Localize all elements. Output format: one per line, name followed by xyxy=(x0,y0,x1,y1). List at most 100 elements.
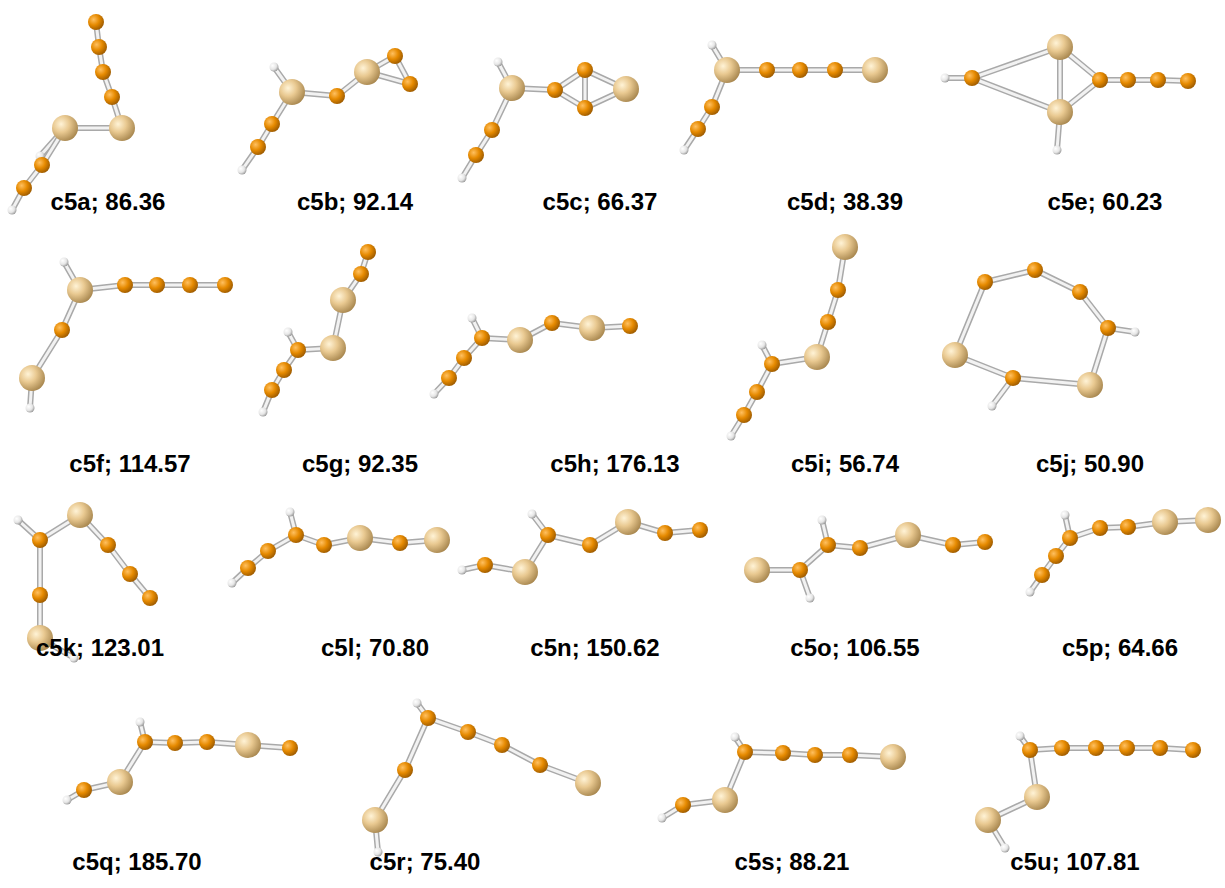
atom xyxy=(942,342,968,368)
structure-label: c5n; 150.62 xyxy=(530,636,659,660)
atom xyxy=(528,510,537,519)
atom xyxy=(977,534,993,550)
atom xyxy=(1026,588,1035,597)
atom xyxy=(737,744,753,760)
structure-label: c5k; 123.01 xyxy=(36,636,164,660)
atom xyxy=(1185,742,1201,758)
atom xyxy=(16,180,32,196)
atom xyxy=(544,315,560,331)
structure-label: c5u; 107.81 xyxy=(1010,850,1139,874)
atom xyxy=(424,527,450,553)
atom xyxy=(54,322,70,338)
atom xyxy=(1131,328,1140,337)
atom xyxy=(1053,146,1062,155)
atom xyxy=(759,62,775,78)
atom xyxy=(792,62,808,78)
atom xyxy=(731,733,740,742)
atom xyxy=(1005,370,1021,386)
atom xyxy=(122,566,138,582)
atom xyxy=(1024,784,1050,810)
atom xyxy=(764,356,780,372)
atom xyxy=(582,537,598,553)
structure-label: c5q; 185.70 xyxy=(72,850,201,874)
atom xyxy=(775,745,791,761)
atom xyxy=(149,277,165,293)
atom xyxy=(477,557,493,573)
structure-label: c5d; 38.39 xyxy=(787,190,903,214)
atom xyxy=(104,89,120,105)
atom xyxy=(34,157,50,173)
atom xyxy=(1047,34,1073,60)
atom xyxy=(276,362,292,378)
atom xyxy=(1088,740,1104,756)
atom xyxy=(820,314,836,330)
atom xyxy=(880,744,906,770)
structure-label: c5f; 114.57 xyxy=(69,452,190,476)
structure-label: c5l; 70.80 xyxy=(321,636,429,660)
atom xyxy=(579,315,605,341)
bond xyxy=(37,540,43,595)
atom xyxy=(827,62,843,78)
atom xyxy=(615,509,641,535)
atom xyxy=(1120,519,1136,535)
structure-label: c5i; 56.74 xyxy=(791,452,899,476)
atom xyxy=(1061,511,1070,520)
atom xyxy=(413,699,422,708)
atom xyxy=(1022,742,1038,758)
atom xyxy=(290,342,306,358)
atom xyxy=(1100,320,1116,336)
atom xyxy=(320,335,346,361)
atom xyxy=(704,99,720,115)
atom xyxy=(895,522,921,548)
atom xyxy=(1072,284,1088,300)
atom xyxy=(727,432,736,441)
atom xyxy=(692,522,708,538)
structure-label: c5c; 66.37 xyxy=(543,190,658,214)
atom xyxy=(441,370,457,386)
atom xyxy=(1150,72,1166,88)
atom xyxy=(657,525,673,541)
atom xyxy=(575,770,601,796)
atom xyxy=(1027,262,1043,278)
atom xyxy=(26,404,35,413)
atom xyxy=(1092,520,1108,536)
structure-label: c5g; 92.35 xyxy=(302,452,418,476)
atom xyxy=(347,525,373,551)
atom xyxy=(792,562,808,578)
atom xyxy=(622,318,638,334)
atom xyxy=(250,139,266,155)
atom xyxy=(238,166,247,175)
structure-label: c5j; 50.90 xyxy=(1036,452,1144,476)
atom xyxy=(235,732,261,758)
atom xyxy=(260,543,276,559)
atom xyxy=(1152,509,1178,535)
atom xyxy=(474,330,490,346)
atom xyxy=(830,282,846,298)
atom xyxy=(540,527,556,543)
atom xyxy=(613,76,639,102)
atom xyxy=(862,57,888,83)
atom xyxy=(228,579,237,588)
atom xyxy=(577,100,593,116)
atom xyxy=(499,75,525,101)
atom xyxy=(167,735,183,751)
atom xyxy=(680,146,689,155)
structure-label: c5r; 75.40 xyxy=(370,850,481,874)
atom xyxy=(484,122,500,138)
atom xyxy=(282,740,298,756)
atom xyxy=(806,594,815,603)
atom xyxy=(95,64,111,80)
atom xyxy=(199,734,215,750)
atom xyxy=(820,537,836,553)
atom xyxy=(100,537,116,553)
atom xyxy=(456,350,472,366)
atom xyxy=(532,757,548,773)
atom xyxy=(142,590,158,606)
atom xyxy=(941,74,950,83)
atom xyxy=(19,365,45,391)
atom xyxy=(8,206,17,215)
atom xyxy=(1054,740,1070,756)
atom xyxy=(744,557,770,583)
atom xyxy=(494,737,510,753)
